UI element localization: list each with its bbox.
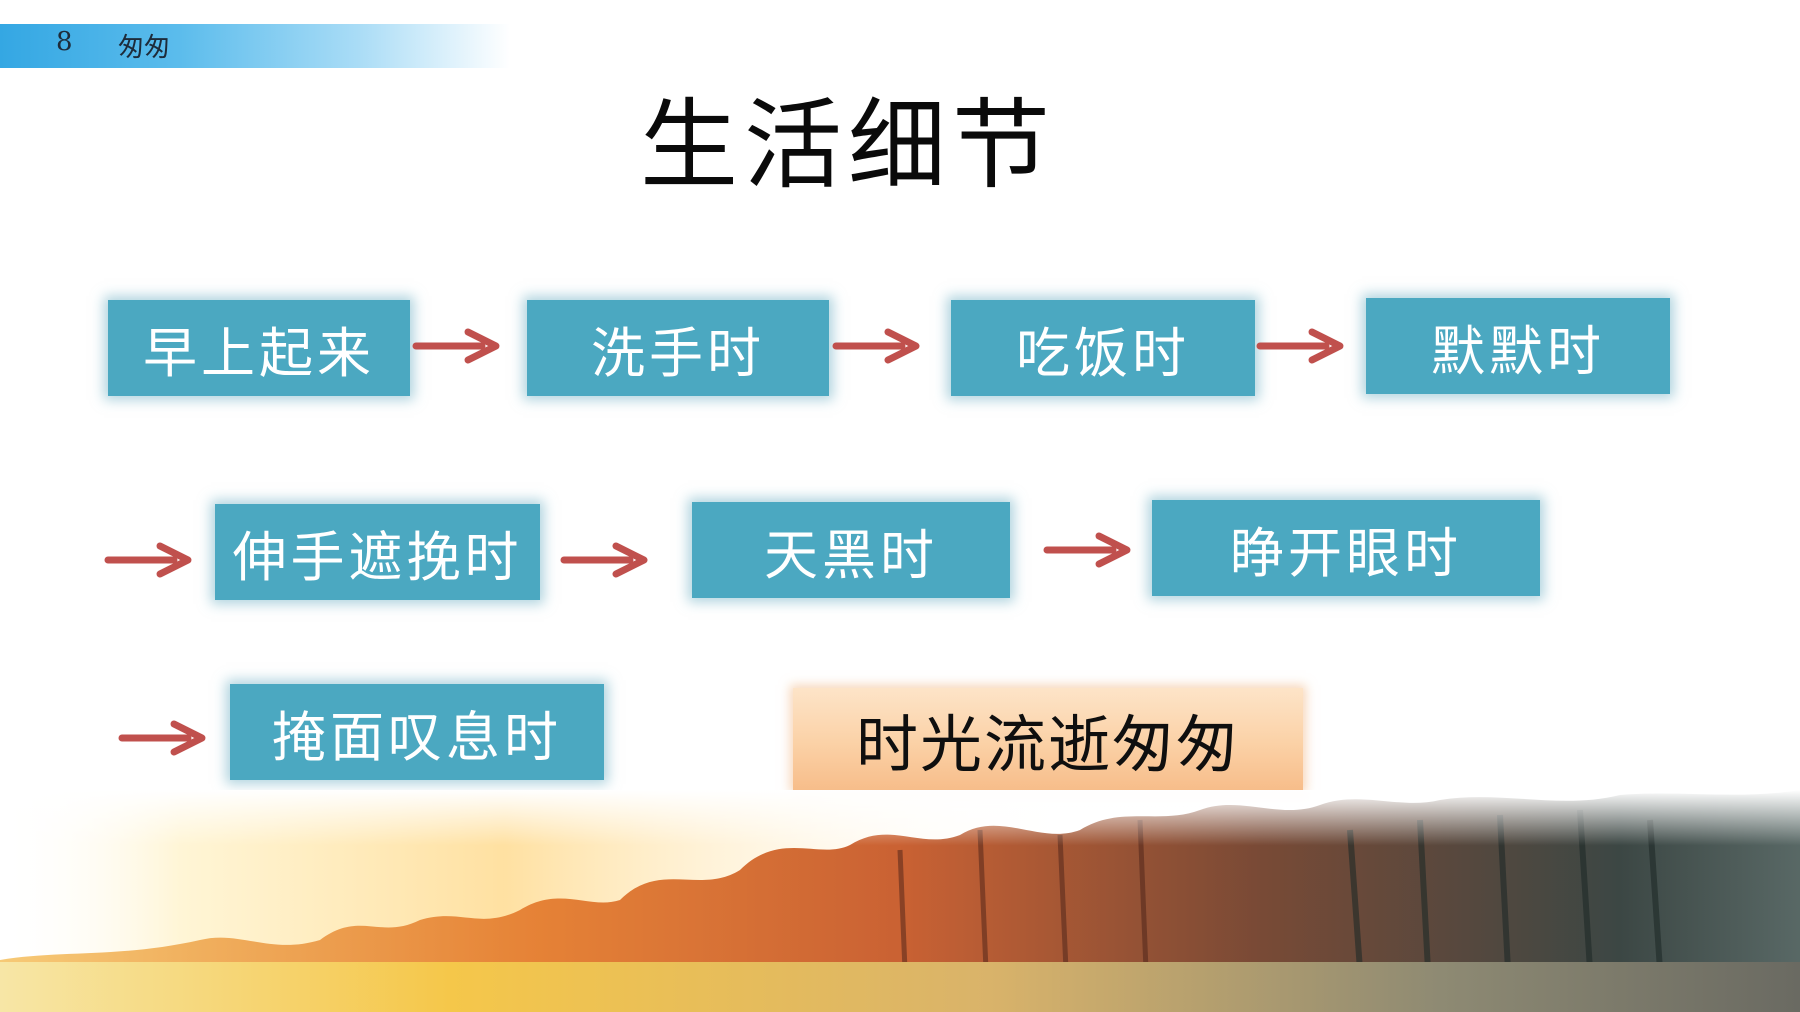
step-box-7: 睁开眼时 bbox=[1152, 500, 1540, 596]
right-arrow-icon bbox=[560, 542, 648, 578]
conclusion-label: 时光流逝匆匆 bbox=[855, 708, 1240, 781]
step-label: 洗手时 bbox=[591, 321, 765, 385]
step-label: 早上起来 bbox=[143, 321, 375, 385]
lesson-title: 匆匆 bbox=[118, 33, 171, 63]
step-label: 吃饭时 bbox=[1016, 321, 1190, 385]
conclusion-box: 时光流逝匆匆 bbox=[793, 688, 1303, 790]
lesson-number: 8 bbox=[56, 27, 73, 57]
step-box-4: 默默时 bbox=[1366, 298, 1670, 394]
right-arrow-icon bbox=[832, 328, 920, 364]
page-title: 生活细节 bbox=[640, 89, 1057, 203]
right-arrow-icon bbox=[104, 542, 192, 578]
right-arrow-icon bbox=[1043, 532, 1131, 568]
step-label: 天黑时 bbox=[764, 523, 938, 587]
step-box-5: 伸手遮挽时 bbox=[215, 504, 540, 600]
step-label: 掩面叹息时 bbox=[272, 705, 562, 769]
step-box-1: 早上起来 bbox=[108, 300, 410, 396]
step-label: 默默时 bbox=[1431, 319, 1605, 383]
step-box-6: 天黑时 bbox=[692, 502, 1010, 598]
header-bar bbox=[0, 24, 510, 68]
right-arrow-icon bbox=[118, 720, 206, 756]
right-arrow-icon bbox=[1256, 328, 1344, 364]
right-arrow-icon bbox=[412, 328, 500, 364]
step-box-2: 洗手时 bbox=[527, 300, 829, 396]
step-label: 睁开眼时 bbox=[1230, 521, 1462, 585]
landscape-image bbox=[0, 790, 1800, 1012]
step-box-3: 吃饭时 bbox=[951, 300, 1255, 396]
step-box-8: 掩面叹息时 bbox=[230, 684, 604, 780]
step-label: 伸手遮挽时 bbox=[232, 525, 523, 589]
